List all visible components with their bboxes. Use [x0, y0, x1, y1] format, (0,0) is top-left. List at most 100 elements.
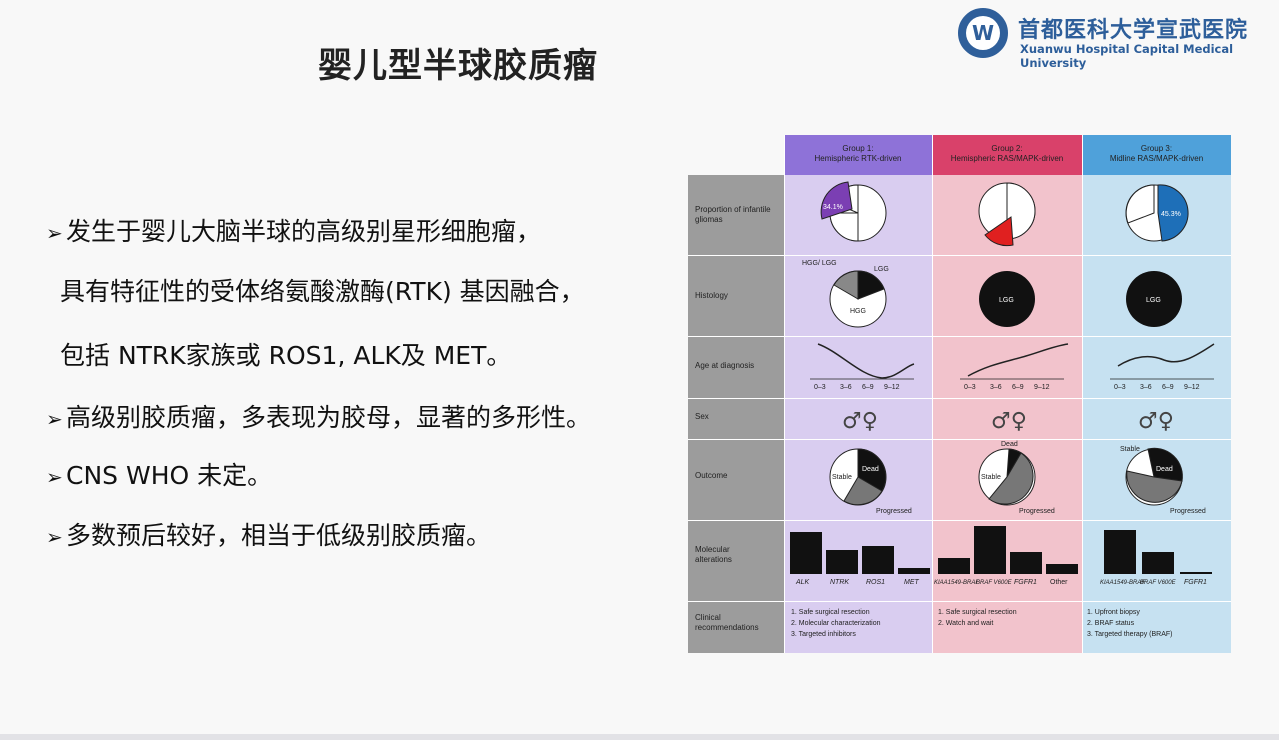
pie-value-label: 45.3% — [1161, 211, 1181, 218]
row-label-sex: Sex — [695, 412, 709, 421]
bullet-item: ➢CNS WHO 未定。 — [46, 456, 272, 492]
sex-symbols: ♂♀ ♂♀ ♂♀ — [842, 409, 1174, 434]
histology-label: HGG/ LGG — [802, 260, 837, 267]
bullet-item: 具有特征性的受体络氨酸激酶(RTK) 基因融合， — [60, 272, 585, 308]
recommendation-item: 1. Safe surgical resection — [938, 609, 1017, 616]
outcome-label: Progressed — [1019, 508, 1055, 515]
axis-tick: 6–9 — [1012, 384, 1024, 391]
bar — [974, 526, 1006, 574]
bullet-item: 包括 NTRK家族或 ROS1, ALK及 MET。 — [60, 336, 511, 372]
sex-symbol-icon: ♂♀ — [991, 409, 1027, 434]
recommendation-item: 2. Watch and wait — [938, 620, 994, 627]
outcome-label: Progressed — [1170, 508, 1206, 515]
group-3-subtitle: Midline RAS/MAPK-driven — [1109, 154, 1204, 163]
proportion-pies: 34.1% 45.3% — [820, 181, 1189, 247]
axis-tick: 9–12 — [884, 384, 900, 391]
recommendations-group-1: 1. Safe surgical resection 2. Molecular … — [791, 607, 881, 640]
group-2-title: Group 2: — [991, 144, 1023, 153]
bar-label: Other — [1050, 579, 1068, 586]
outcome-label: Dead — [1001, 441, 1018, 448]
recommendations-group-2: 1. Safe surgical resection 2. Watch and … — [938, 607, 1017, 629]
histology-label: LGG — [999, 297, 1014, 304]
pie-slice-highlight — [984, 216, 1014, 247]
axis-tick: 9–12 — [1034, 384, 1050, 391]
bar-label: BRAF V600E — [1140, 580, 1177, 586]
recommendation-item: 2. BRAF status — [1087, 620, 1135, 627]
bullet-text: 多数预后较好，相当于低级别胶质瘤。 — [66, 521, 492, 550]
bullet-arrow-icon: ➢ — [46, 465, 63, 489]
recommendation-item: 2. Molecular characterization — [791, 620, 881, 627]
row-label-outcome: Outcome — [695, 471, 728, 480]
pie-slice — [1147, 447, 1183, 482]
bullet-text: 包括 NTRK家族或 ROS1, ALK及 MET。 — [60, 341, 512, 370]
recommendation-item: 1. Safe surgical resection — [791, 609, 870, 616]
bar-label: ALK — [795, 579, 810, 586]
bullet-text: 高级别胶质瘤，多表现为胶母，显著的多形性。 — [66, 403, 592, 432]
outcome-label: Stable — [1120, 446, 1140, 453]
group-1-subtitle: Hemispheric RTK-driven — [814, 154, 902, 163]
bar-label: NTRK — [830, 579, 849, 586]
pie-slice — [829, 212, 859, 242]
row-label-proportion: Proportion of infantile gliomas — [695, 205, 771, 224]
axis-tick: 6–9 — [862, 384, 874, 391]
row-label-histology: Histology — [695, 291, 728, 300]
pie-base — [979, 271, 1035, 327]
pie-slice-highlight — [1157, 184, 1189, 242]
group-2-subtitle: Hemispheric RAS/MAPK-driven — [950, 154, 1064, 163]
bullet-text: 具有特征性的受体络氨酸激酶(RTK) 基因融合， — [60, 277, 585, 306]
divider — [688, 520, 1231, 521]
bullet-item: ➢多数预后较好，相当于低级别胶质瘤。 — [46, 516, 491, 552]
outcome-label: Dead — [1156, 466, 1173, 473]
row-label-column — [688, 175, 784, 653]
age-curve — [967, 343, 1069, 377]
divider — [688, 601, 1231, 602]
pie-value-label: 34.1% — [823, 204, 843, 211]
group-1-title: Group 1: — [842, 144, 874, 153]
recommendation-item: 3. Targeted therapy (BRAF) — [1087, 631, 1173, 638]
pie-slice — [843, 476, 883, 506]
recommendation-item: 3. Targeted inhibitors — [791, 631, 856, 638]
axis-tick: 3–6 — [990, 384, 1002, 391]
outcome-label: Stable — [981, 474, 1001, 481]
bar-label: KIAA1549-BRAF — [934, 580, 979, 586]
hospital-logo: W 首都医科大学宣武医院 Xuanwu Hospital Capital Med… — [958, 6, 1276, 70]
bar — [1010, 552, 1042, 574]
molecular-bars: ALK NTRK ROS1 MET KIAA1549-BRAF BRAF V60… — [790, 526, 1212, 586]
outcome-label: Progressed — [876, 508, 912, 515]
group-3-title: Group 3: — [1140, 144, 1173, 153]
recommendation-item: 1. Upfront biopsy — [1087, 609, 1140, 616]
group-3-header: Group 3:Midline RAS/MAPK-driven — [1082, 135, 1231, 175]
bar — [898, 568, 930, 574]
hospital-name-en: Xuanwu Hospital Capital Medical Universi… — [1020, 42, 1234, 70]
pie-slice — [1125, 184, 1155, 224]
pie-slice — [857, 270, 885, 300]
recommendations-group-3: 1. Upfront biopsy 2. BRAF status 3. Targ… — [1087, 607, 1172, 640]
axis-tick: 3–6 — [1140, 384, 1152, 391]
axis-tick: 6–9 — [1162, 384, 1174, 391]
age-curve — [817, 343, 915, 379]
bar — [938, 558, 970, 574]
outcome-label: Stable — [832, 474, 852, 481]
axis-tick: 0–3 — [814, 384, 826, 391]
bullet-arrow-icon: ➢ — [46, 407, 63, 431]
row-label-molecular: Molecular alterations — [695, 545, 732, 564]
histology-label: LGG — [874, 266, 889, 273]
hospital-seal-icon: W — [958, 8, 1008, 58]
bar — [1180, 572, 1212, 574]
bottom-bar — [0, 734, 1279, 740]
axis-tick: 9–12 — [1184, 384, 1200, 391]
bar-label: FGFR1 — [1184, 579, 1207, 586]
bar-label: ROS1 — [866, 579, 885, 586]
age-curve — [1117, 343, 1215, 367]
divider — [688, 336, 1231, 337]
glioma-groups-figure: Group 1:Hemispheric RTK-driven Group 2:H… — [688, 135, 1231, 653]
histology-label: LGG — [1146, 297, 1161, 304]
age-curves: 0–3 3–6 6–9 9–12 0–3 3–6 6–9 9–12 0–3 3–… — [810, 343, 1215, 391]
slide-title: 婴儿型半球胶质瘤 — [318, 46, 598, 86]
bar — [1142, 552, 1174, 574]
histology-label: HGG — [850, 308, 866, 315]
bullet-text: 发生于婴儿大脑半球的高级别星形细胞瘤， — [66, 217, 542, 246]
bar — [790, 532, 822, 574]
sex-symbol-icon: ♂♀ — [1138, 409, 1174, 434]
sex-symbol-icon: ♂♀ — [842, 409, 878, 434]
